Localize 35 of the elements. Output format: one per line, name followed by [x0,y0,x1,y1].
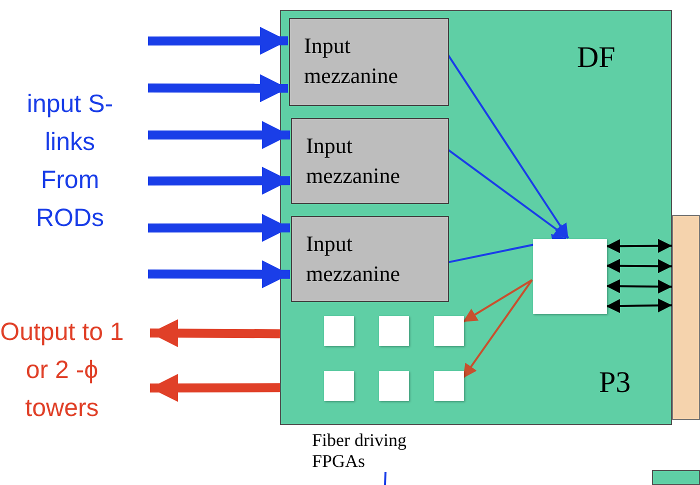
arrow [148,214,290,242]
arrow [150,374,280,402]
connector-bar [672,215,700,420]
mezzanine-card: Input mezzanine [291,216,449,302]
square-block [434,316,464,346]
side-label: input S-links From RODs [26,89,114,234]
mezzanine-card: Input mezzanine [291,118,449,204]
arrow [447,54,570,239]
board-label: DF [577,41,616,75]
mezzanine-card: Input mezzanine [289,18,449,106]
arrow [148,74,288,102]
double-arrow [606,279,672,294]
board-fragment [652,470,700,485]
arrow [447,148,569,239]
arrow [148,26,288,55]
square-block [379,316,409,346]
leader-line [384,472,386,485]
square-block [533,239,607,314]
square-block [324,316,354,346]
arrow [462,279,533,379]
arrow [150,319,280,348]
square-block [379,371,409,401]
square-block [324,371,354,401]
circuit-board [280,10,672,425]
arrow [148,260,290,288]
connector-label: P3 [599,366,631,400]
arrow [148,121,290,150]
arrow [148,166,290,195]
square-block [434,371,464,401]
double-arrow [606,298,672,314]
annotation-text: Fiber driving FPGAs [312,430,462,472]
arrow [462,279,533,323]
double-arrow [606,238,672,254]
double-arrow [606,258,672,274]
side-label: Output to 1 or 2 -ϕ towers [0,317,125,424]
